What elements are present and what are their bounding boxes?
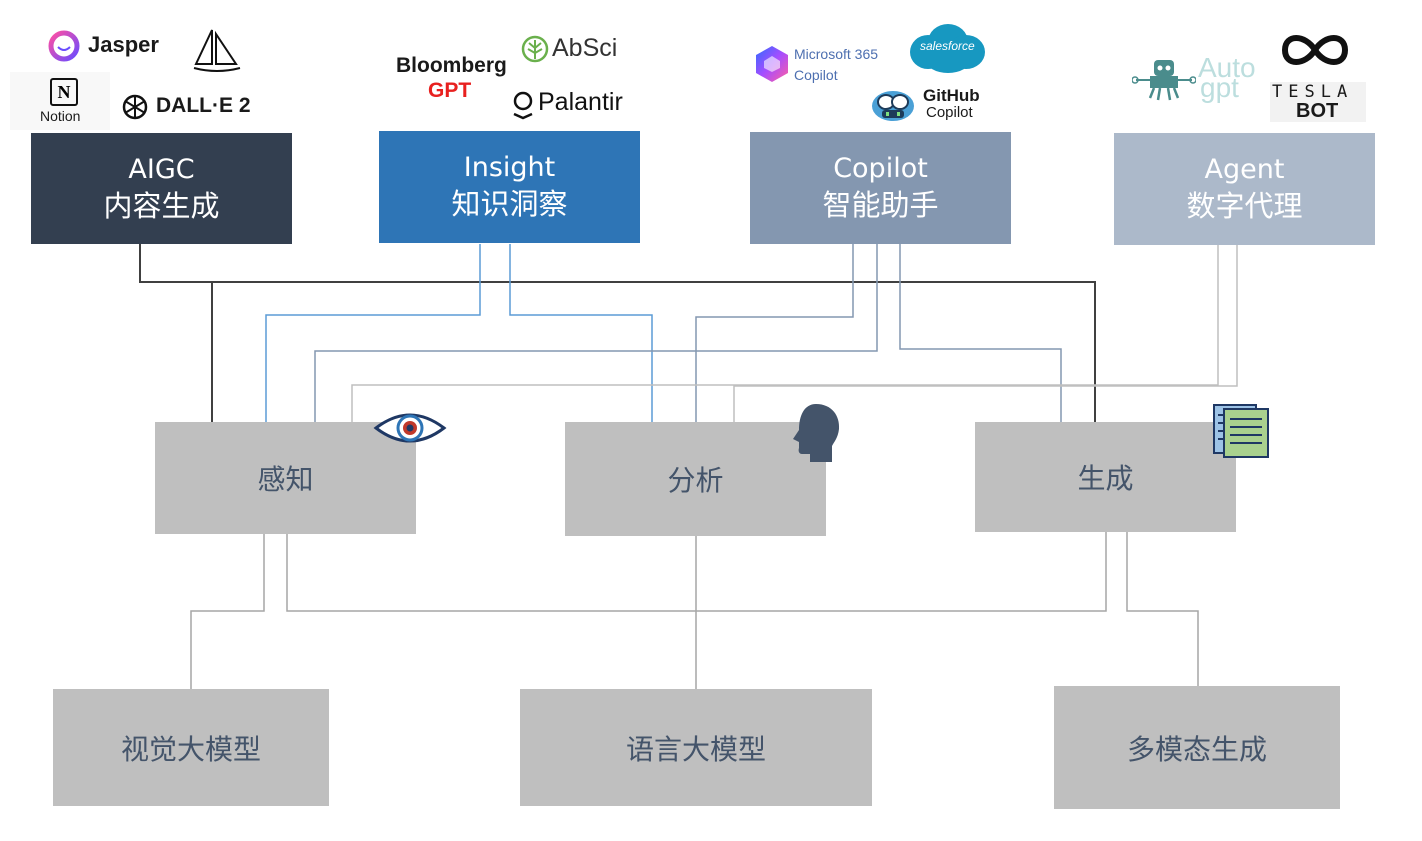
microsoft-copilot-logo: Microsoft 365 Copilot — [754, 42, 894, 88]
insight-to-perception-line — [265, 244, 481, 422]
salesforce-label: salesforce — [920, 39, 975, 53]
github-copilot-icon — [872, 91, 914, 121]
category-agent-title: Agent — [1204, 154, 1285, 185]
notion-icon: N — [50, 78, 78, 106]
ms-copilot-icon — [756, 46, 788, 82]
jasper-logo: Jasper — [48, 30, 173, 62]
tesla-label: TESLA — [1272, 82, 1354, 102]
palantir-label: Palantir — [538, 88, 623, 116]
palantir-icon — [513, 91, 533, 120]
aigc-to-perception-line — [139, 244, 213, 422]
capability-analysis: 分析 — [565, 422, 826, 536]
autogpt-line1: Auto — [1198, 52, 1256, 83]
copilot-to-generation-line — [899, 244, 1062, 422]
capability-perception: 感知 — [155, 422, 416, 534]
infinity-icon — [1281, 35, 1349, 65]
category-agent: Agent 数字代理 — [1114, 133, 1375, 245]
copilot-to-analysis-line — [695, 244, 854, 422]
category-insight-subtitle: 知识洞察 — [451, 187, 568, 221]
insight-to-analysis-line — [509, 244, 653, 422]
capability-analysis-label: 分析 — [667, 464, 724, 497]
ms-copilot-line1: Microsoft 365 — [794, 46, 879, 62]
github-copilot-logo: GitHub Copilot — [870, 84, 990, 124]
category-aigc-title: AIGC — [128, 153, 195, 185]
model-language: 语言大模型 — [520, 689, 872, 806]
autogpt-line2: gpt — [1200, 72, 1239, 103]
capability-generation: 生成 — [975, 422, 1236, 532]
category-agent-subtitle: 数字代理 — [1186, 189, 1303, 223]
category-copilot-subtitle: 智能助手 — [822, 188, 939, 222]
dalle-logo: DALL·E 2 — [120, 92, 260, 124]
openai-icon — [122, 94, 148, 120]
agent-to-analysis-line — [733, 244, 1238, 422]
document-icon — [1213, 404, 1269, 458]
salesforce-logo: salesforce — [908, 22, 986, 74]
tesla-bot-logo: TESLA BOT — [1270, 82, 1366, 122]
category-aigc: AIGC 内容生成 — [31, 133, 292, 244]
category-insight: Insight 知识洞察 — [379, 131, 640, 243]
ms-copilot-line2: Copilot — [794, 67, 838, 83]
github-copilot-label: Copilot — [926, 104, 973, 121]
category-copilot: Copilot 智能助手 — [750, 132, 1011, 244]
github-label: GitHub — [923, 86, 980, 105]
category-aigc-subtitle: 内容生成 — [103, 188, 220, 223]
capability-generation-label: 生成 — [1077, 462, 1134, 495]
jasper-label: Jasper — [88, 32, 159, 57]
model-language-label: 语言大模型 — [625, 732, 766, 766]
copilot-to-perception-line — [314, 244, 878, 422]
model-multimodal-label: 多模态生成 — [1126, 732, 1267, 766]
model-multimodal: 多模态生成 — [1054, 686, 1340, 809]
palantir-logo: Palantir — [512, 88, 632, 122]
absci-icon — [521, 35, 549, 63]
perception-to-vision-line — [190, 534, 265, 689]
category-copilot-title: Copilot — [833, 153, 928, 184]
generation-to-multimodal-line — [1126, 532, 1199, 686]
aigc-to-generation-line — [212, 281, 1096, 422]
bloomberg-label: Bloomberg — [396, 54, 507, 77]
category-insight-title: Insight — [463, 152, 556, 183]
model-vision-label: 视觉大模型 — [120, 732, 261, 766]
head-icon — [793, 404, 840, 462]
midjourney-icon — [193, 29, 241, 72]
autogpt-logo: Auto gpt — [1132, 52, 1267, 110]
jasper-icon — [48, 30, 80, 62]
autogpt-robot-icon — [1132, 60, 1196, 101]
agent-to-perception-line — [351, 244, 1219, 422]
notion-logo: N Notion — [10, 72, 110, 130]
model-vision: 视觉大模型 — [53, 689, 329, 806]
dalle-label: DALL·E 2 — [156, 94, 251, 117]
eye-icon — [373, 413, 447, 443]
notion-label: Notion — [40, 108, 81, 124]
bloomberg-gpt-label: GPT — [428, 79, 472, 102]
absci-logo: AbSci — [520, 34, 630, 66]
bot-label: BOT — [1296, 100, 1339, 122]
salesforce-cloud-icon — [910, 24, 985, 73]
absci-label: AbSci — [552, 34, 618, 62]
capability-perception-label: 感知 — [257, 463, 314, 496]
